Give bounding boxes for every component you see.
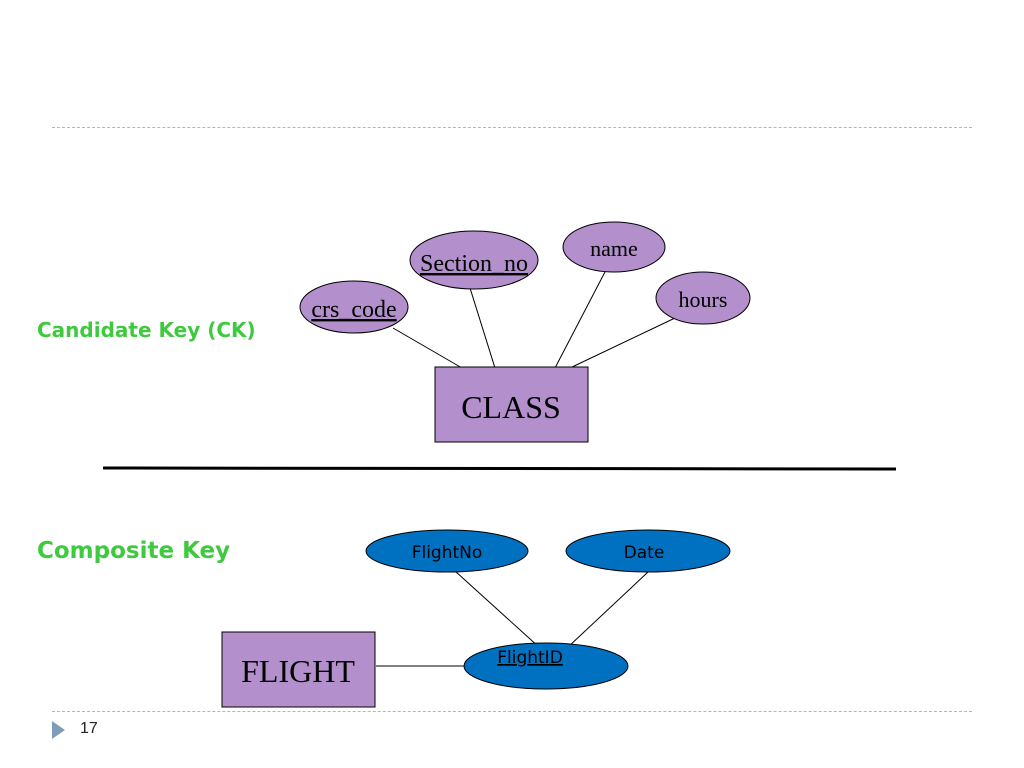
page-number: 17 — [80, 720, 98, 737]
attribute-flight-id-label: FlightID — [497, 648, 563, 668]
attribute-crs-code: crs_code — [299, 280, 409, 334]
connector-name — [554, 269, 607, 369]
connector-crs-code — [392, 327, 463, 369]
composite-key-label: Composite Key — [37, 538, 231, 564]
attribute-date-label: Date — [624, 543, 665, 563]
entity-class: CLASS — [434, 366, 589, 443]
attribute-section-no-label: Section_no — [420, 251, 528, 277]
attribute-section-no: Section_no — [409, 230, 539, 290]
section-separator — [102, 466, 897, 471]
flight-connectors — [376, 570, 649, 667]
candidate-key-label: Candidate Key (CK) — [37, 318, 256, 342]
attribute-hours-label: hours — [679, 287, 728, 312]
entity-flight: FLIGHT — [221, 631, 376, 708]
attribute-flight-no: FlightNo — [365, 529, 529, 573]
bottom-divider — [52, 711, 972, 712]
connector-hours — [569, 317, 676, 369]
entity-flight-label: FLIGHT — [241, 653, 355, 689]
attribute-flight-id: FlightID — [463, 642, 629, 690]
attribute-name-label: name — [590, 236, 638, 261]
triangle-bullet-icon — [52, 721, 65, 739]
entity-class-label: CLASS — [461, 389, 561, 425]
top-divider — [52, 127, 972, 128]
connector-date — [566, 571, 649, 649]
class-connectors — [392, 269, 676, 369]
attribute-hours: hours — [655, 271, 751, 325]
attribute-crs-code-label: crs_code — [311, 297, 396, 323]
attribute-name: name — [562, 221, 666, 273]
attribute-date: Date — [565, 529, 731, 573]
connector-flight-no — [454, 570, 541, 649]
attribute-flight-no-label: FlightNo — [412, 543, 483, 563]
connector-section-no — [469, 287, 496, 369]
